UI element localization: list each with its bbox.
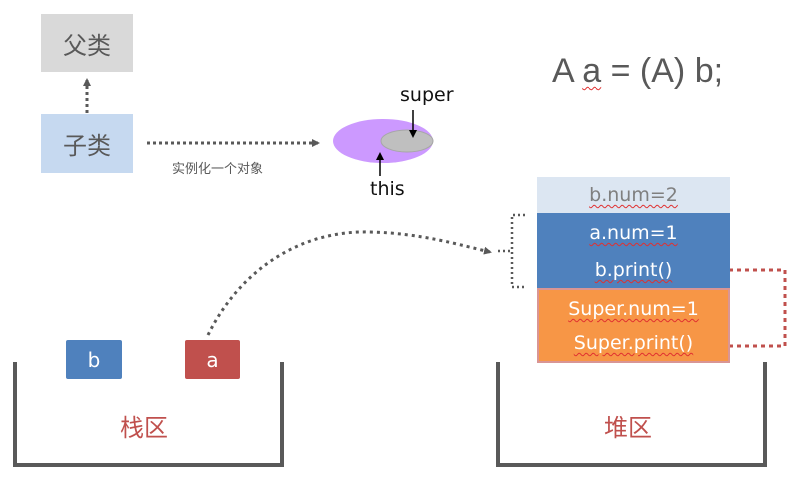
parent-class-box: 父类 [41, 14, 133, 72]
heap-row-super-num: Super.num=1 [537, 292, 730, 326]
object-super-ellipse [380, 129, 434, 153]
stack-container [13, 362, 284, 467]
instantiate-label: 实例化一个对象 [172, 162, 264, 177]
object-bracket [498, 213, 525, 289]
heap-row-a-num: a.num=1 [537, 216, 730, 250]
super-label: super [400, 84, 454, 106]
heap-area-label: 堆区 [604, 414, 652, 442]
heap-row-text: Super.print() [573, 332, 694, 354]
child-class-box: 子类 [41, 114, 133, 173]
heap-row-text: a.num=1 [589, 222, 678, 244]
heap-row-text: b.num=2 [589, 184, 678, 206]
stack-var-a: a [185, 340, 240, 379]
override-arrow [704, 268, 787, 351]
code-var: a [582, 52, 602, 90]
heap-row-b-print: b.print() [537, 252, 730, 288]
heap-row-text: Super.num=1 [568, 298, 699, 320]
heap-row-super-print: Super.print() [537, 326, 730, 360]
heap-superclass-block [537, 288, 730, 363]
heap-container [496, 362, 767, 467]
cast-code-line: A a = (A) b; [552, 52, 723, 91]
stack-var-b: b [66, 340, 122, 379]
reference-arrow [206, 230, 492, 336]
code-suffix: = (A) b; [601, 52, 724, 90]
heap-row-b-num: b.num=2 [537, 177, 730, 213]
stack-area-label: 栈区 [120, 414, 168, 442]
heap-subclass-block [537, 213, 730, 288]
this-label: this [370, 178, 405, 200]
code-prefix: A [552, 52, 583, 90]
heap-row-text: b.print() [594, 259, 673, 281]
